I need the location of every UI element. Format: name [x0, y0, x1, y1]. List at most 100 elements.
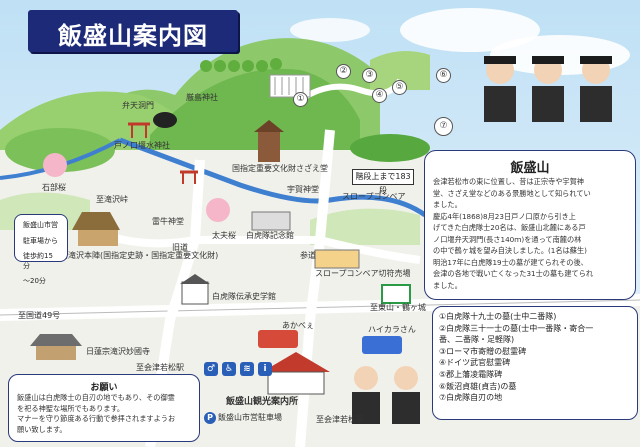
label-tonokuchi-water: 戸ノ口堰水神社: [114, 141, 170, 150]
grave-item: ③ローマ市寄贈の慰霊碑: [439, 346, 527, 356]
convenience-store[interactable]: [381, 284, 411, 304]
label-sando: 参道: [300, 251, 316, 260]
cloud: [400, 8, 540, 52]
label-route-aizu-station: 至会津若松駅: [136, 363, 184, 372]
label-tourist-center: 飯盛山観光案内所: [226, 397, 299, 407]
notice-line: 飯盛山は白虎隊士の自刃の地でもあり、その御霊: [17, 393, 175, 402]
label-denshokan: 白虎隊伝承史学館: [212, 292, 276, 301]
wheelchair-icon: ♿: [222, 362, 236, 376]
honjin-building[interactable]: [72, 212, 120, 246]
hill-path: [298, 78, 403, 103]
map-title-box: 飯盛山案内図: [28, 10, 238, 52]
torii-icon: [180, 170, 198, 184]
grave-item: ④ドイツ武官慰霊碑: [439, 358, 511, 368]
sazaedo-building[interactable]: [254, 120, 284, 162]
label-sazaedo: 国指定重要文化財さざえ堂: [232, 164, 328, 173]
info-line: ました。: [433, 280, 462, 290]
label-route-takizawa: 至滝沢峠: [96, 195, 128, 204]
parking-line: 駐車場から: [23, 236, 58, 245]
grave-pin-6[interactable]: ⑥: [436, 68, 451, 83]
label-taiyo: 太夫桜: [212, 231, 236, 240]
label-uga-shrine: 宇賀神堂: [287, 185, 319, 194]
benten-tunnel: [153, 112, 177, 128]
info-body: 会津若松市の東に位置し、昔は正宗寺や宇賀神 堂、さざえ堂などのある景勝地として知…: [433, 176, 627, 291]
hill-right: [370, 51, 430, 90]
label-kyudo: 旧道: [172, 243, 188, 252]
info-line: げてきた白虎隊士20名は、飯盛山北麓にある戸: [433, 223, 586, 232]
grave-pin-3[interactable]: ③: [362, 68, 377, 83]
tree-row: [200, 58, 282, 72]
info-line: の中で鶴ヶ城を望み自決しました。(1名は蘇生): [433, 246, 587, 255]
map-title: 飯盛山案内図: [58, 22, 208, 50]
label-slope-conveyor: スロープコンベア: [342, 192, 406, 201]
info-panel: 飯盛山 会津若松市の東に位置し、昔は正宗寺や宇賀神 堂、さざえ堂などのある景勝地…: [424, 150, 636, 300]
graves-list-panel: ①白虎隊十九士の墓(士中二番隊) ②白虎隊三十一士の墓(士中一番隊・寄合一 番、…: [432, 306, 638, 420]
label-route-aizu-station-2: 至会津若松駅: [316, 415, 364, 424]
grave-pin-2[interactable]: ②: [336, 64, 351, 79]
grave-pin-1[interactable]: ①: [293, 92, 308, 107]
info-line: ノ口堰弁天洞門(長さ140ｍ)を通って南麓の林: [433, 234, 582, 244]
road-edge: [0, 299, 640, 316]
parking-line: 徒歩約15分: [23, 252, 53, 270]
grave-item: ⑥飯沼貞雄(貞吉)の墓: [439, 381, 517, 391]
cherry-tree-icon: [206, 198, 230, 222]
facility-icons: ♂ ♿ ≋ i: [204, 362, 272, 376]
tourist-center-building[interactable]: [262, 352, 330, 395]
label-slope-ticket: スロープコンベア切符売場: [315, 269, 411, 278]
notice-body: 飯盛山は白虎隊士の自刃の地でもあり、その御霊 を祀る神聖な場所でもあります。 マ…: [17, 393, 193, 435]
ticket-booth-building[interactable]: [314, 249, 360, 269]
grave-pin-5[interactable]: ⑤: [392, 80, 407, 95]
grave-item: 番、二番隊・足軽隊): [439, 335, 515, 345]
nisshin-temple-building[interactable]: [30, 334, 82, 360]
wifi-icon: ≋: [240, 362, 254, 376]
notice-title: お願い: [90, 383, 118, 393]
cherry-tree-icon: [43, 153, 67, 177]
parking-icon: P: [204, 412, 216, 424]
label-honjin: 旧滝沢本陣(国指定史跡・国指定重要文化財): [60, 251, 219, 260]
grave-item: ①白虎隊十九士の墓(士中二番隊): [439, 312, 557, 321]
info-title: 飯盛山: [510, 161, 550, 176]
grave-pin-7[interactable]: ⑦: [434, 117, 453, 136]
label-osakami: 雷牛神堂: [152, 217, 184, 226]
grave-item: ②白虎隊三十一士の墓(士中一番隊・寄合一: [439, 323, 594, 333]
info-line: 会津の各地で戦い亡くなった31士の墓も建てられ: [433, 269, 594, 278]
info-line: 明治17年に白虎隊19士の墓が建てられその後、: [433, 257, 588, 267]
notice-line: 願い致します。: [17, 424, 67, 434]
denshokan-building[interactable]: [180, 274, 210, 305]
green-area: [5, 128, 115, 172]
parking-callout: 飯盛山市営 駐車場から 徒歩約15分 ～20分: [14, 214, 68, 285]
info-line: 慶応4年(1868)8月23日戸ノ口原から引き上: [433, 211, 576, 221]
green-area: [350, 134, 430, 162]
label-route49: 至国道49号: [18, 311, 61, 320]
grave-pin-4[interactable]: ④: [372, 88, 387, 103]
samurai-figures: [352, 56, 612, 424]
info-line: ました。: [433, 200, 462, 209]
bus-haikara: [362, 336, 402, 354]
info-line: 会津若松市の東に位置し、昔は正宗寺や宇賀神: [433, 177, 584, 186]
label-ishibe-sakura: 石部桜: [42, 183, 66, 192]
notice-line: マナーを守り節度ある行動で参拝されますようお: [17, 414, 176, 423]
notice-line: を祀る神聖な場所でもあります。: [17, 403, 125, 413]
river: [119, 137, 427, 218]
label-nisshin-temple: 日蓮宗滝沢妙國寺: [86, 347, 150, 356]
stairs-count-tag: 階段上まで183段: [352, 169, 414, 195]
label-benten-domon: 弁天洞門: [122, 101, 154, 110]
green-area: [310, 208, 420, 245]
parking-line: 飯盛山市営: [23, 221, 58, 229]
bus-akabeko: [258, 330, 298, 348]
cloud: [290, 18, 370, 42]
restroom-icon: ♂: [204, 362, 218, 376]
label-haikara: ハイカラさん: [368, 325, 416, 334]
label-route-higashiyama: 至東山・鶴ヶ城: [370, 303, 426, 312]
label-memorial-hall: 白虎隊記念館: [246, 231, 294, 240]
grave-item: ⑦白虎隊自刃の地: [439, 393, 503, 403]
road-side: [319, 236, 421, 264]
info-line: 堂、さざえ堂などのある景勝地として知られてい: [433, 188, 591, 198]
label-akabeko: あかべぇ: [282, 321, 314, 330]
memorial-hall-building[interactable]: [251, 211, 291, 231]
label-ishimuro-shrine: 厳島神社: [186, 93, 218, 102]
grave-item: ⑤郡上藩凌霜隊碑: [439, 369, 503, 379]
parking-line: ～20分: [23, 277, 46, 285]
notice-panel: お願い 飯盛山は白虎隊士の自刃の地でもあり、その御霊 を祀る神聖な場所でもありま…: [8, 374, 200, 442]
torii-icon: [128, 122, 150, 138]
